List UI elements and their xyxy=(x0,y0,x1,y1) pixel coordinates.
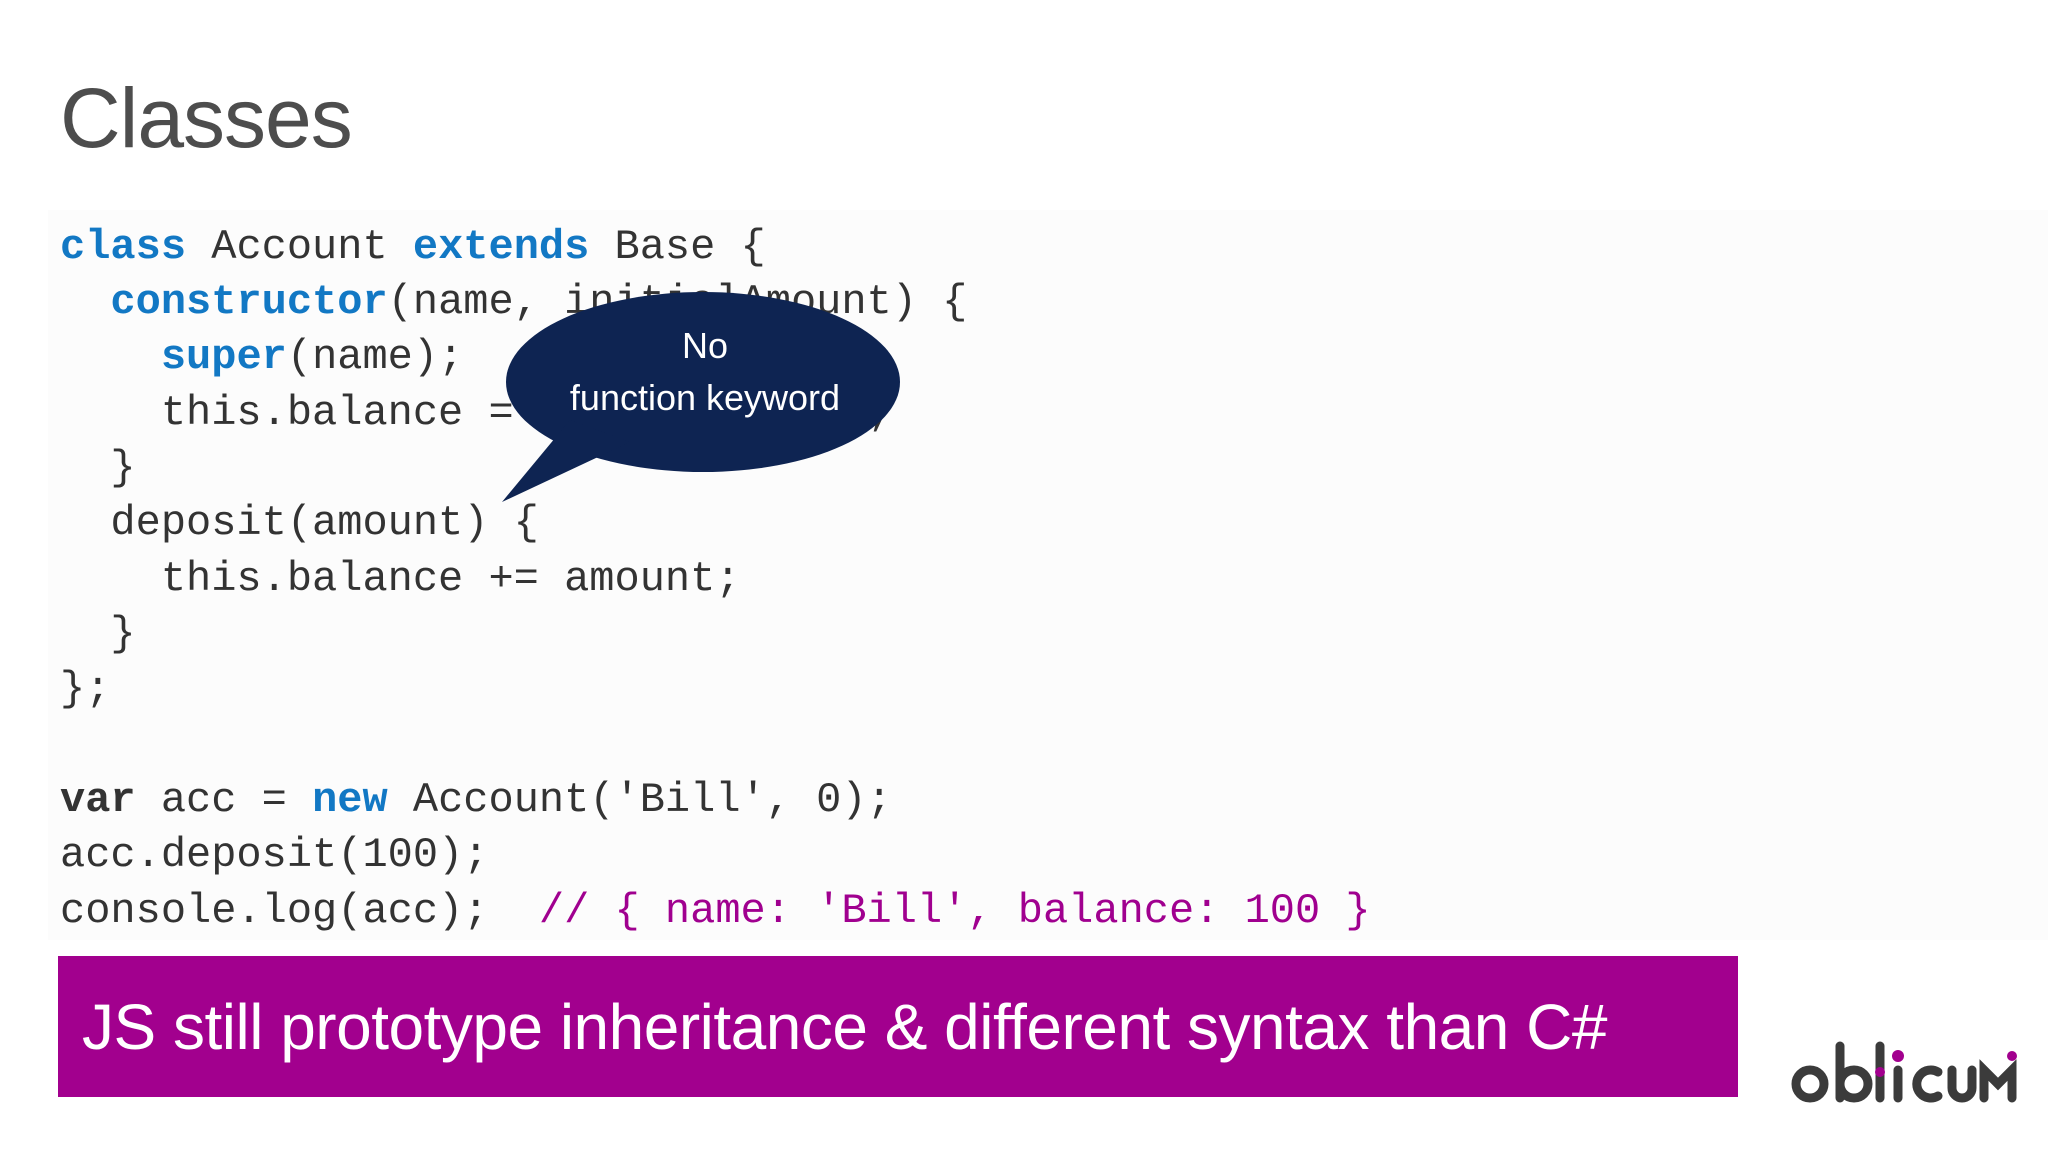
code-text: (name); xyxy=(286,333,464,381)
callout-line-1: No xyxy=(681,325,729,366)
code-block xyxy=(48,210,2048,940)
oblicum-logo-icon: oblicum xyxy=(1791,1041,2017,1103)
slide-title: Classes xyxy=(60,71,353,165)
code-line-3: super(name); xyxy=(60,336,463,378)
takeaway-banner: JS still prototype inheritance & differe… xyxy=(58,956,1738,1097)
keyword-new: new xyxy=(312,776,388,824)
code-indent xyxy=(60,333,161,381)
speech-bubble-pointer xyxy=(502,420,630,502)
code-line-8: } xyxy=(60,610,136,658)
speech-bubble-shape xyxy=(506,292,900,472)
keyword-var: var xyxy=(60,776,136,824)
code-line-5: } xyxy=(60,444,136,492)
code-text: Base { xyxy=(589,223,766,271)
callout-text: No function keyword xyxy=(500,320,910,424)
keyword-class: class xyxy=(60,223,187,271)
code-text: Account xyxy=(186,223,413,271)
code-line-10: var acc = new Account('Bill', 0); xyxy=(60,779,892,821)
speech-bubble-callout xyxy=(502,292,900,502)
code-text: acc = xyxy=(135,776,313,824)
keyword-constructor: constructor xyxy=(110,278,388,326)
keyword-super: super xyxy=(160,333,287,381)
code-line-7: this.balance += amount; xyxy=(60,555,741,603)
callout-line-2: function keyword xyxy=(569,377,841,418)
code-line-9: }; xyxy=(60,665,111,713)
code-comment: // { name: 'Bill', balance: 100 } xyxy=(538,887,1371,935)
banner-text: JS still prototype inheritance & differe… xyxy=(82,990,1607,1063)
code-indent xyxy=(60,278,110,326)
keyword-extends: extends xyxy=(412,223,590,271)
code-line-1: class Account extends Base { xyxy=(60,226,766,268)
code-line-11: acc.deposit(100); xyxy=(60,831,489,879)
code-text: Account('Bill', 0); xyxy=(387,776,892,824)
code-line-6: deposit(amount) { xyxy=(60,499,539,547)
code-line-12: console.log(acc); // { name: 'Bill', bal… xyxy=(60,890,1371,932)
code-text: console.log(acc); xyxy=(60,887,539,935)
